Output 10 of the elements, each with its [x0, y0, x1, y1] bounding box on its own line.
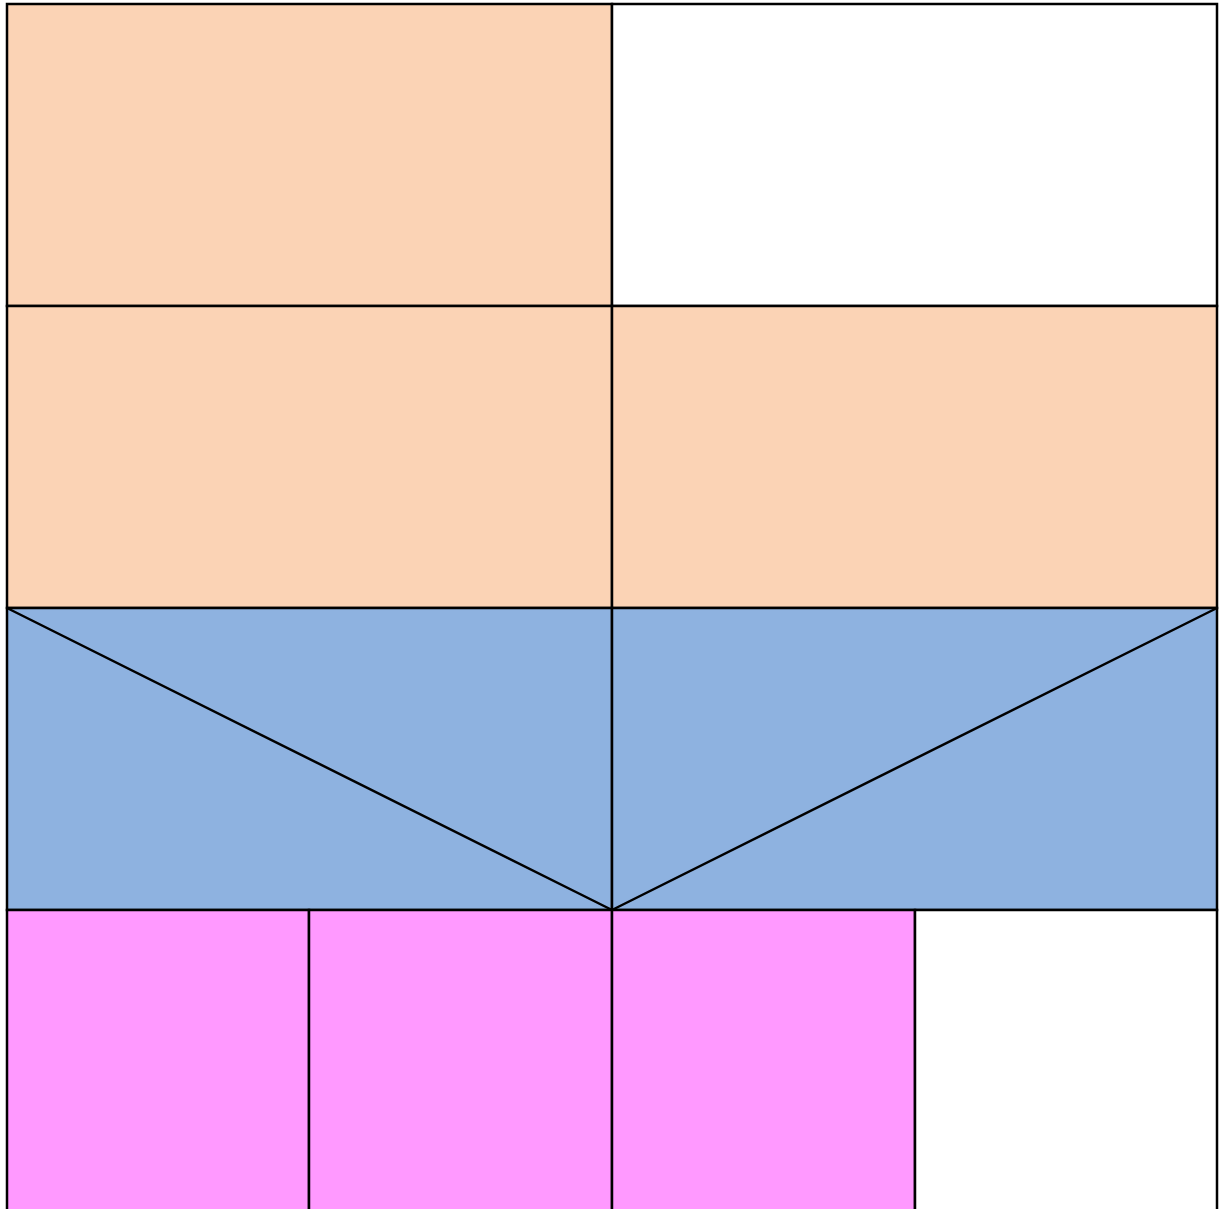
rectangle-tile	[5, 304, 614, 610]
rectangle-tile	[5, 908, 311, 1209]
rectangle-tile	[610, 908, 917, 1209]
rectangle-tile	[610, 304, 1219, 610]
split-tile	[610, 606, 1219, 912]
split-tile	[5, 606, 614, 912]
rectangle-tile	[913, 908, 1219, 1209]
rectangle-tile	[5, 2, 614, 308]
rectangle-tile	[307, 908, 614, 1209]
rectangle-tile	[610, 2, 1219, 308]
